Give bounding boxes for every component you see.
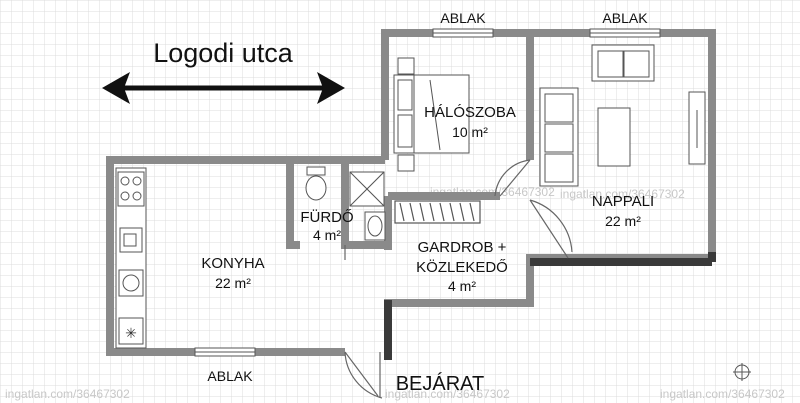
window-bottom [194, 347, 256, 357]
window-label-top-right: ABLAK [602, 10, 648, 26]
stove-icon [117, 171, 145, 207]
watermark-bottom-center: ingatlan.com/36467302 [385, 387, 510, 401]
watermark-top-right: ingatlan.com/36467302 [560, 187, 685, 201]
toilet-icon [305, 166, 327, 201]
kitchen-sink-icon [119, 227, 143, 253]
bedroom-area: 10 m² [452, 124, 488, 140]
fridge-icon: ✳ [118, 317, 144, 345]
entrance-label: BEJÁRAT [396, 372, 485, 395]
street-name: Logodi utca [153, 38, 294, 68]
living-name: NAPPALI [592, 193, 654, 210]
sink-icon [364, 211, 386, 241]
kitchen-area: 22 m² [215, 275, 251, 291]
bathroom-name: FÜRDŐ [300, 208, 353, 226]
window-top-left [432, 28, 494, 38]
bedroom-name: HÁLÓSZOBA [424, 104, 516, 121]
living-room [539, 44, 706, 187]
tv-unit-icon [688, 91, 706, 165]
wardrobe-icon [394, 200, 481, 224]
window-label-top-left: ABLAK [440, 10, 486, 26]
living-area: 22 m² [605, 213, 641, 229]
compass-icon [733, 363, 751, 381]
exterior-dark-walls [384, 252, 716, 360]
watermark-bottom-right: ingatlan.com/36467302 [660, 387, 785, 401]
hall-name-line1: GARDROB + [418, 239, 507, 256]
bathroom [305, 166, 386, 241]
window-top-right [589, 28, 661, 38]
sofa-left-icon [539, 87, 579, 187]
street-direction-arrow [102, 72, 345, 104]
sofa-top-icon [591, 44, 655, 82]
double-bed-icon [393, 57, 470, 172]
watermark-bottom-left: ingatlan.com/36467302 [5, 387, 130, 401]
washing-machine-icon [118, 269, 144, 297]
doors [344, 159, 573, 399]
bathroom-area: 4 m² [313, 227, 341, 243]
shower-icon [349, 171, 385, 207]
coffee-table-icon [597, 107, 631, 167]
window-label-bottom: ABLAK [207, 368, 253, 384]
svg-text:✳: ✳ [125, 325, 137, 341]
bedroom [393, 57, 481, 224]
hall-area: 4 m² [448, 278, 476, 294]
kitchen: ✳ [115, 167, 147, 349]
kitchen-name: KONYHA [201, 255, 264, 272]
hall-name-line2: KÖZLEKEDŐ [416, 258, 508, 276]
